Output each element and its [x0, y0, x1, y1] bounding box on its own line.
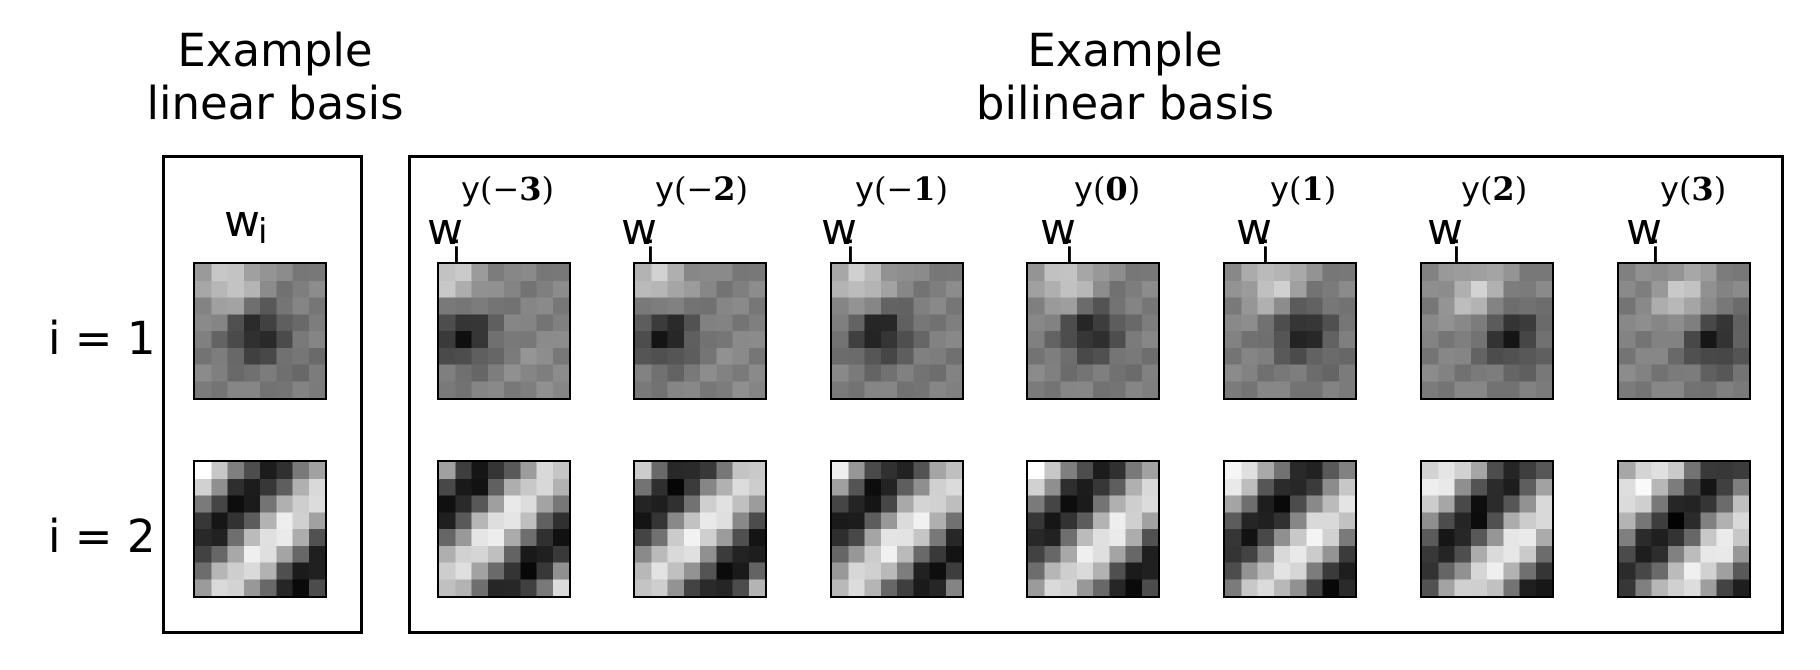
sup-num: 2 — [1492, 170, 1515, 208]
sup-sign: − — [886, 170, 914, 208]
label-superscript: y(3) — [1660, 172, 1726, 206]
sup-close-paren: ) — [1323, 170, 1337, 208]
label-sub: i — [1452, 234, 1461, 272]
sup-num: 2 — [713, 170, 736, 208]
label-sub: i — [1651, 234, 1660, 272]
label-base: w — [821, 204, 857, 255]
bilinear-heading-line-2: bilinear basis — [975, 77, 1275, 130]
sup-open-paren: ( — [873, 170, 887, 208]
bilinear-basis-image-row-1-col-6 — [1617, 262, 1751, 400]
label-base: w — [621, 204, 657, 255]
sup-close-paren: ) — [735, 170, 748, 208]
bilinear-basis-image-row-2-col-2 — [830, 460, 964, 598]
sup-num: 3 — [1691, 170, 1714, 208]
linear-basis-image-row-1 — [193, 262, 327, 400]
bilinear-basis-frame — [408, 155, 1784, 634]
label-sub: i — [452, 234, 461, 272]
bilinear-basis-image-row-2-col-1 — [633, 460, 767, 598]
sup-open-paren: ( — [479, 170, 493, 208]
row-label-i-1: i = 1 — [48, 312, 156, 365]
bilinear-basis-image-row-2-col-4 — [1223, 460, 1357, 598]
linear-basis-frame — [162, 155, 363, 634]
bilinear-basis-image-row-2-col-6 — [1617, 460, 1751, 598]
linear-label-sub: i — [258, 212, 268, 252]
label-sub: i — [646, 234, 655, 272]
bilinear-heading-line-1: Example — [1027, 24, 1223, 77]
bilinear-basis-heading: Example bilinear basis — [890, 24, 1360, 130]
sup-var: y — [1270, 170, 1289, 208]
sup-close-paren: ) — [1713, 170, 1727, 208]
sup-var: y — [855, 170, 874, 208]
sup-var: y — [1660, 170, 1679, 208]
label-superscript: y(1) — [1270, 172, 1336, 206]
label-superscript: y(0) — [1074, 172, 1140, 206]
sup-sign: − — [492, 170, 520, 208]
sup-close-paren: ) — [935, 170, 948, 208]
linear-label-base: w — [224, 196, 260, 247]
label-base: w — [1236, 204, 1272, 255]
sup-open-paren: ( — [1678, 170, 1692, 208]
row-label-i-2: i = 2 — [48, 510, 156, 563]
sup-num: 1 — [1301, 170, 1324, 208]
bilinear-basis-image-row-1-col-5 — [1420, 262, 1554, 400]
label-superscript: y(2) — [1461, 172, 1527, 206]
bilinear-basis-image-row-1-col-4 — [1223, 262, 1357, 400]
sup-open-paren: ( — [1288, 170, 1302, 208]
sup-close-paren: ) — [541, 170, 554, 208]
linear-heading-line-2: linear basis — [146, 77, 404, 130]
sup-open-paren: ( — [673, 170, 687, 208]
label-sub: i — [1065, 234, 1074, 272]
sup-var: y — [1074, 170, 1093, 208]
label-base: w — [1626, 204, 1662, 255]
linear-basis-heading: Example linear basis — [140, 24, 410, 130]
bilinear-basis-image-row-2-col-5 — [1420, 460, 1554, 598]
bilinear-basis-image-row-2-col-3 — [1026, 460, 1160, 598]
bilinear-basis-image-row-1-col-0 — [437, 262, 571, 400]
sup-open-paren: ( — [1479, 170, 1493, 208]
bilinear-basis-image-row-1-col-1 — [633, 262, 767, 400]
label-base: w — [427, 204, 463, 255]
label-sub: i — [846, 234, 855, 272]
sup-var: y — [655, 170, 674, 208]
sup-close-paren: ) — [1514, 170, 1528, 208]
label-base: w — [1427, 204, 1463, 255]
linear-heading-line-1: Example — [177, 24, 373, 77]
linear-basis-image-row-2 — [193, 460, 327, 598]
sup-num: 0 — [1105, 170, 1128, 208]
bilinear-basis-image-row-2-col-0 — [437, 460, 571, 598]
sup-sign: − — [686, 170, 714, 208]
label-sub: i — [1261, 234, 1270, 272]
label-base: w — [1040, 204, 1076, 255]
sup-open-paren: ( — [1092, 170, 1106, 208]
label-superscript: y(−1) — [855, 172, 948, 206]
linear-column-label: w i — [224, 198, 304, 258]
bilinear-basis-image-row-1-col-3 — [1026, 262, 1160, 400]
sup-var: y — [461, 170, 480, 208]
sup-var: y — [1461, 170, 1480, 208]
sup-num: 3 — [519, 170, 542, 208]
label-superscript: y(−3) — [461, 172, 554, 206]
sup-close-paren: ) — [1127, 170, 1141, 208]
bilinear-basis-image-row-1-col-2 — [830, 262, 964, 400]
label-superscript: y(−2) — [655, 172, 748, 206]
sup-num: 1 — [913, 170, 936, 208]
